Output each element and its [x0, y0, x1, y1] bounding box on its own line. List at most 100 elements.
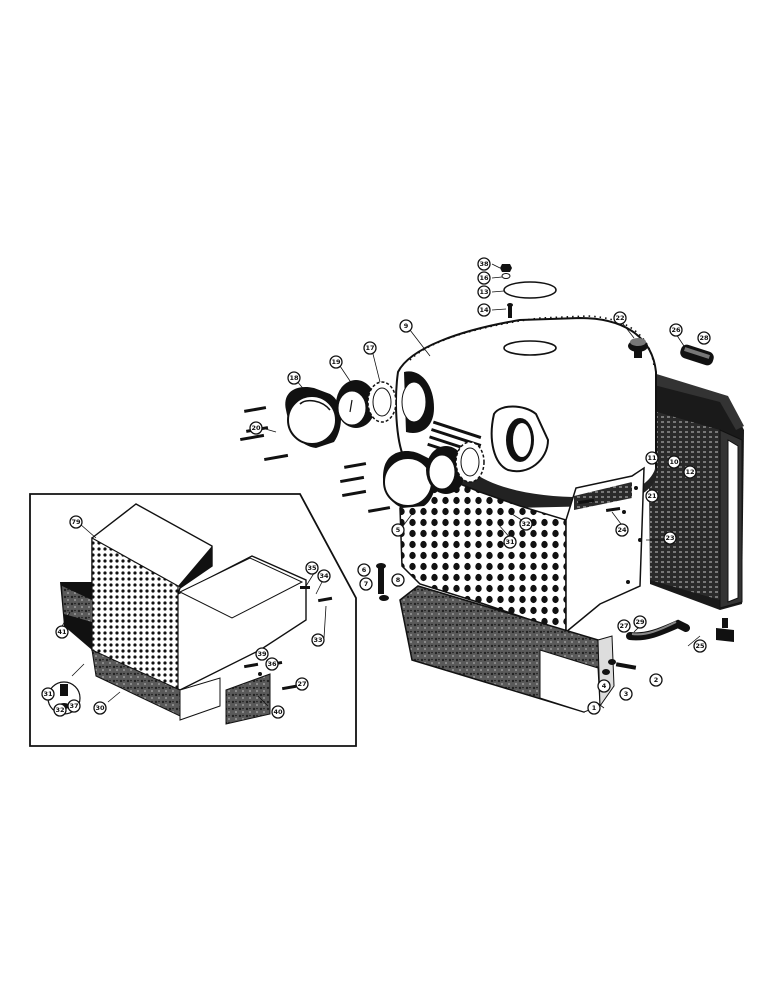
- callout-circle: [391, 523, 405, 537]
- callout-number: 1: [592, 704, 597, 712]
- callout-circle: [255, 647, 269, 661]
- callout-28: 28: [697, 331, 711, 345]
- callout-number: 40: [273, 708, 283, 716]
- callout-14: 14: [477, 303, 491, 317]
- callout-3: 3: [619, 687, 633, 701]
- callout-number: 10: [669, 458, 679, 466]
- callout-number: 39: [257, 650, 267, 658]
- callout-circle: [305, 561, 319, 575]
- callout-31b: 31: [41, 687, 55, 701]
- callout-circle: [633, 615, 647, 629]
- callout-number: 27: [619, 622, 628, 630]
- callout-number: 31: [43, 690, 53, 698]
- callout-32b: 32: [53, 703, 67, 717]
- callout-1: 1: [587, 701, 601, 715]
- radiator-cap: [628, 338, 648, 358]
- callout-25: 25: [693, 639, 707, 653]
- callout-number: 32: [55, 706, 64, 714]
- callout-32: 32: [519, 517, 533, 531]
- callout-circle: [41, 687, 55, 701]
- callout-16: 16: [477, 271, 491, 285]
- callout-circle: [67, 699, 81, 713]
- callout-number: 16: [479, 274, 489, 282]
- callout-number: 31: [505, 538, 515, 546]
- callout-circle: [667, 455, 681, 469]
- callout-circle: [317, 569, 331, 583]
- callout-27b: 27: [295, 677, 309, 691]
- hardware-2-3-4: [602, 659, 637, 675]
- callout-circle: [265, 657, 279, 671]
- callout-circle: [477, 303, 491, 317]
- callout-number: 18: [289, 374, 299, 382]
- callout-number: 13: [479, 288, 488, 296]
- callout-number: 2: [654, 676, 659, 684]
- callout-number: 3: [624, 690, 629, 698]
- callout-number: 36: [267, 660, 277, 668]
- callout-number: 11: [647, 454, 657, 462]
- callout-38: 38: [477, 257, 491, 271]
- callout-circle: [53, 703, 67, 717]
- callout-26: 26: [669, 323, 683, 337]
- callout-number: 28: [699, 334, 709, 342]
- callout-4: 4: [597, 679, 611, 693]
- callout-number: 12: [685, 468, 694, 476]
- callout-18: 18: [287, 371, 301, 385]
- callout-20: 20: [249, 421, 263, 435]
- callout-number: 35: [307, 564, 317, 572]
- callout-41: 41: [55, 625, 69, 639]
- lower-hose: [626, 618, 734, 642]
- gauges-upper: [285, 380, 397, 448]
- callout-23: 23: [663, 531, 677, 545]
- callout-35: 35: [305, 561, 319, 575]
- callout-circle: [645, 489, 659, 503]
- callout-circle: [271, 705, 285, 719]
- callout-circle: [597, 679, 611, 693]
- callout-number: 27: [297, 680, 306, 688]
- callout-circle: [477, 271, 491, 285]
- callout-number: 26: [671, 326, 681, 334]
- callout-number: 34: [319, 572, 329, 580]
- callout-number: 22: [615, 314, 624, 322]
- callout-circle: [329, 355, 343, 369]
- callout-22: 22: [613, 311, 627, 325]
- callout-21: 21: [645, 489, 659, 503]
- callout-number: 21: [647, 492, 657, 500]
- callout-number: 24: [617, 526, 627, 534]
- callout-circle: [519, 517, 533, 531]
- callout-number: 79: [71, 518, 81, 526]
- callout-circle: [399, 319, 413, 333]
- callout-circle: [683, 465, 697, 479]
- callout-number: 23: [665, 534, 674, 542]
- callout-number: 6: [362, 566, 367, 574]
- callout-circle: [613, 311, 627, 325]
- callout-27: 27: [617, 619, 631, 633]
- callout-number: 5: [396, 526, 401, 534]
- callout-number: 19: [331, 358, 341, 366]
- callout-number: 20: [251, 424, 261, 432]
- callout-circle: [295, 677, 309, 691]
- callout-circle: [645, 451, 659, 465]
- callout-5: 5: [391, 523, 405, 537]
- callout-number: 30: [95, 704, 105, 712]
- callout-circle: [477, 285, 491, 299]
- callout-33: 33: [311, 633, 325, 647]
- leader-lines-inset: [59, 523, 327, 707]
- side-bolts: [577, 486, 642, 584]
- top-cap-parts: [500, 264, 557, 318]
- callout-number: 38: [479, 260, 489, 268]
- callout-34: 34: [317, 569, 331, 583]
- callout-number: 17: [365, 344, 374, 352]
- callout-circle: [363, 341, 377, 355]
- callout-number: 8: [396, 576, 401, 584]
- callout-number: 33: [313, 636, 322, 644]
- callout-circle: [649, 673, 663, 687]
- callout-circle: [663, 531, 677, 545]
- callout-circle: [357, 563, 371, 577]
- callout-circle: [93, 701, 107, 715]
- callout-circle: [619, 687, 633, 701]
- callout-36: 36: [265, 657, 279, 671]
- callout-7: 7: [359, 577, 373, 591]
- callout-29: 29: [633, 615, 647, 629]
- callout-6: 6: [357, 563, 371, 577]
- callout-9: 9: [399, 319, 413, 333]
